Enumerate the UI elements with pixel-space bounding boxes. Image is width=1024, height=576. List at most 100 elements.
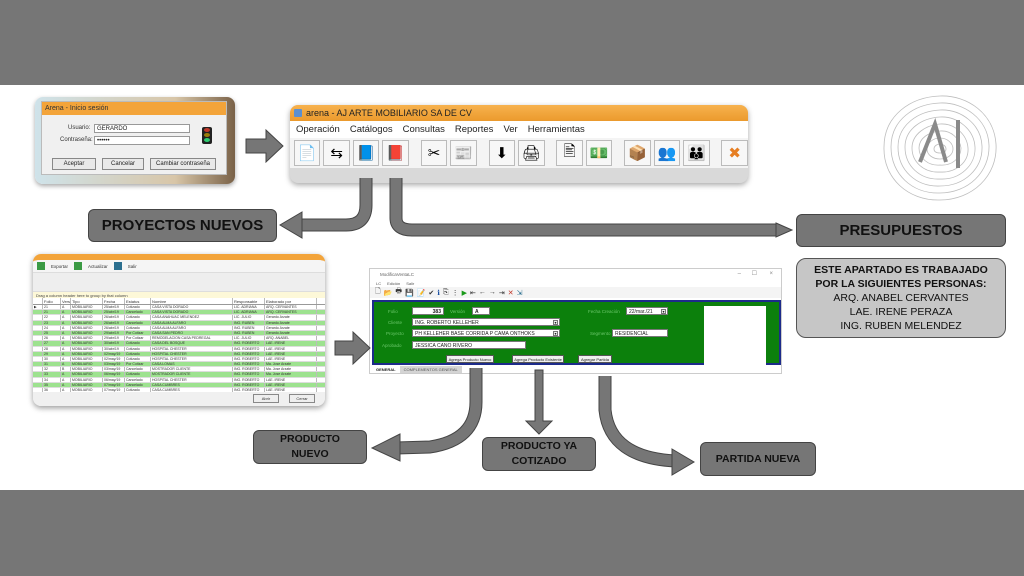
- prev-icon[interactable]: ←: [478, 289, 486, 296]
- aprobado-input[interactable]: JESSICA CANO RIVERO: [412, 341, 526, 349]
- menu-edicion[interactable]: Edición: [387, 281, 401, 286]
- new-icon[interactable]: 🗋: [375, 288, 381, 295]
- save-icon[interactable]: 💾: [404, 289, 414, 297]
- exportar-button[interactable]: Exportar: [51, 263, 69, 269]
- row-selector[interactable]: [33, 367, 43, 372]
- cancelar-button[interactable]: Cancelar: [102, 158, 144, 170]
- book-icon[interactable]: 📕: [382, 140, 409, 166]
- tree-icon[interactable]: ⋮: [451, 289, 459, 297]
- row-selector[interactable]: [33, 351, 43, 356]
- document-icon[interactable]: 📄: [294, 140, 321, 166]
- col-folio[interactable]: Folio: [43, 298, 61, 304]
- fecha-input[interactable]: 22/mar./21▾: [626, 307, 668, 315]
- printer-icon[interactable]: 🖨: [518, 140, 545, 166]
- col-estatus[interactable]: Estatus: [125, 298, 151, 304]
- row-selector[interactable]: [33, 356, 43, 362]
- col-responsable[interactable]: Responsable: [233, 298, 265, 304]
- box-icon[interactable]: 📦: [624, 140, 651, 166]
- users-icon[interactable]: 👥: [653, 140, 681, 166]
- col-fecha[interactable]: Fecha: [103, 298, 125, 304]
- tab-general[interactable]: GENERAL: [372, 366, 400, 373]
- print-icon[interactable]: 🖶: [395, 288, 402, 295]
- row-selector[interactable]: [33, 346, 43, 351]
- row-selector[interactable]: [33, 388, 43, 393]
- last-icon[interactable]: ⇥: [498, 289, 505, 297]
- next-icon[interactable]: →: [488, 289, 496, 296]
- maximize-icon[interactable]: ☐: [751, 271, 757, 277]
- close-icon[interactable]: ×: [769, 271, 773, 277]
- aceptar-button[interactable]: Aceptar: [52, 158, 96, 170]
- folio-input[interactable]: 383: [412, 307, 444, 315]
- copy-icon[interactable]: ⎘: [442, 288, 449, 296]
- row-selector[interactable]: [33, 320, 43, 325]
- notepad-icon[interactable]: 📘: [352, 140, 380, 166]
- cambiar-contrasena-button[interactable]: Cambiar contraseña: [150, 158, 216, 170]
- chevron-down-icon[interactable]: ▾: [553, 331, 558, 336]
- first-icon[interactable]: ⇤: [469, 289, 476, 297]
- menu-catalogos[interactable]: Catálogos: [349, 124, 393, 135]
- chevron-down-icon[interactable]: ▾: [553, 320, 558, 325]
- check-icon[interactable]: ✔: [428, 289, 435, 297]
- tab-complementos-general[interactable]: COMPLEMENTOS GENERAL: [399, 366, 462, 373]
- row-selector[interactable]: [33, 310, 43, 315]
- cliente-select[interactable]: ING. ROBERTO KELLEHER▾: [412, 318, 560, 326]
- row-selector[interactable]: [33, 377, 43, 382]
- agregar-partida-button[interactable]: Agregar Partida: [578, 355, 612, 363]
- edit-icon[interactable]: 📝: [416, 289, 426, 297]
- row-selector[interactable]: [33, 372, 43, 377]
- play-icon[interactable]: ▶: [461, 289, 467, 297]
- col-nombre[interactable]: Nombre: [151, 298, 233, 304]
- row-selector[interactable]: [33, 362, 43, 367]
- col-elaborado[interactable]: Elaborado por: [265, 298, 317, 304]
- salir-button[interactable]: Salir: [127, 263, 137, 269]
- proyecto-select[interactable]: PH KELLEHER BASE CORRIDA P CAMA ONTHOKS▾: [412, 329, 560, 337]
- info-icon[interactable]: ℹ: [437, 289, 440, 297]
- menu-lc[interactable]: LC: [376, 281, 382, 286]
- open-icon[interactable]: 📂: [383, 289, 393, 297]
- exit-icon[interactable]: ⇲: [516, 289, 523, 297]
- row-selector[interactable]: [33, 341, 43, 346]
- calendar-dropdown-icon[interactable]: ▾: [661, 309, 666, 314]
- row-selector[interactable]: [33, 315, 43, 320]
- scanner-icon[interactable]: 🖹: [556, 140, 583, 166]
- row-selector[interactable]: ▶: [33, 305, 43, 310]
- agrega-producto-nuevo-button[interactable]: Agrega Producto Nuevo: [446, 355, 494, 363]
- segmento-input[interactable]: RESIDENCIAL: [612, 329, 668, 337]
- col-version[interactable]: Versión: [62, 298, 71, 304]
- usuario-input[interactable]: GERARDO: [94, 124, 190, 133]
- download-icon[interactable]: ⬇: [488, 140, 516, 166]
- agrega-producto-existente-button[interactable]: Agrega Producto Existente: [512, 355, 564, 363]
- exit-icon[interactable]: ✖: [721, 140, 748, 166]
- cerrar-button[interactable]: Cerrar: [289, 394, 315, 403]
- transfer-icon[interactable]: ⇆: [323, 140, 350, 166]
- group-icon[interactable]: 👪: [683, 140, 710, 166]
- tools-icon[interactable]: ✂: [420, 140, 448, 166]
- menu-operacion[interactable]: Operación: [296, 124, 340, 135]
- report-icon[interactable]: 📰: [450, 140, 477, 166]
- row-selector[interactable]: [33, 325, 43, 330]
- row-selector[interactable]: [33, 336, 43, 341]
- contrasena-input[interactable]: ••••••: [94, 136, 190, 145]
- money-icon[interactable]: 💵: [585, 140, 613, 166]
- menu-consultas[interactable]: Consultas: [402, 124, 445, 135]
- abrir-button[interactable]: Abrir: [253, 394, 279, 403]
- row-selector[interactable]: [33, 382, 43, 387]
- col-tipo[interactable]: Tipo: [71, 298, 103, 304]
- version-input[interactable]: A: [472, 307, 490, 315]
